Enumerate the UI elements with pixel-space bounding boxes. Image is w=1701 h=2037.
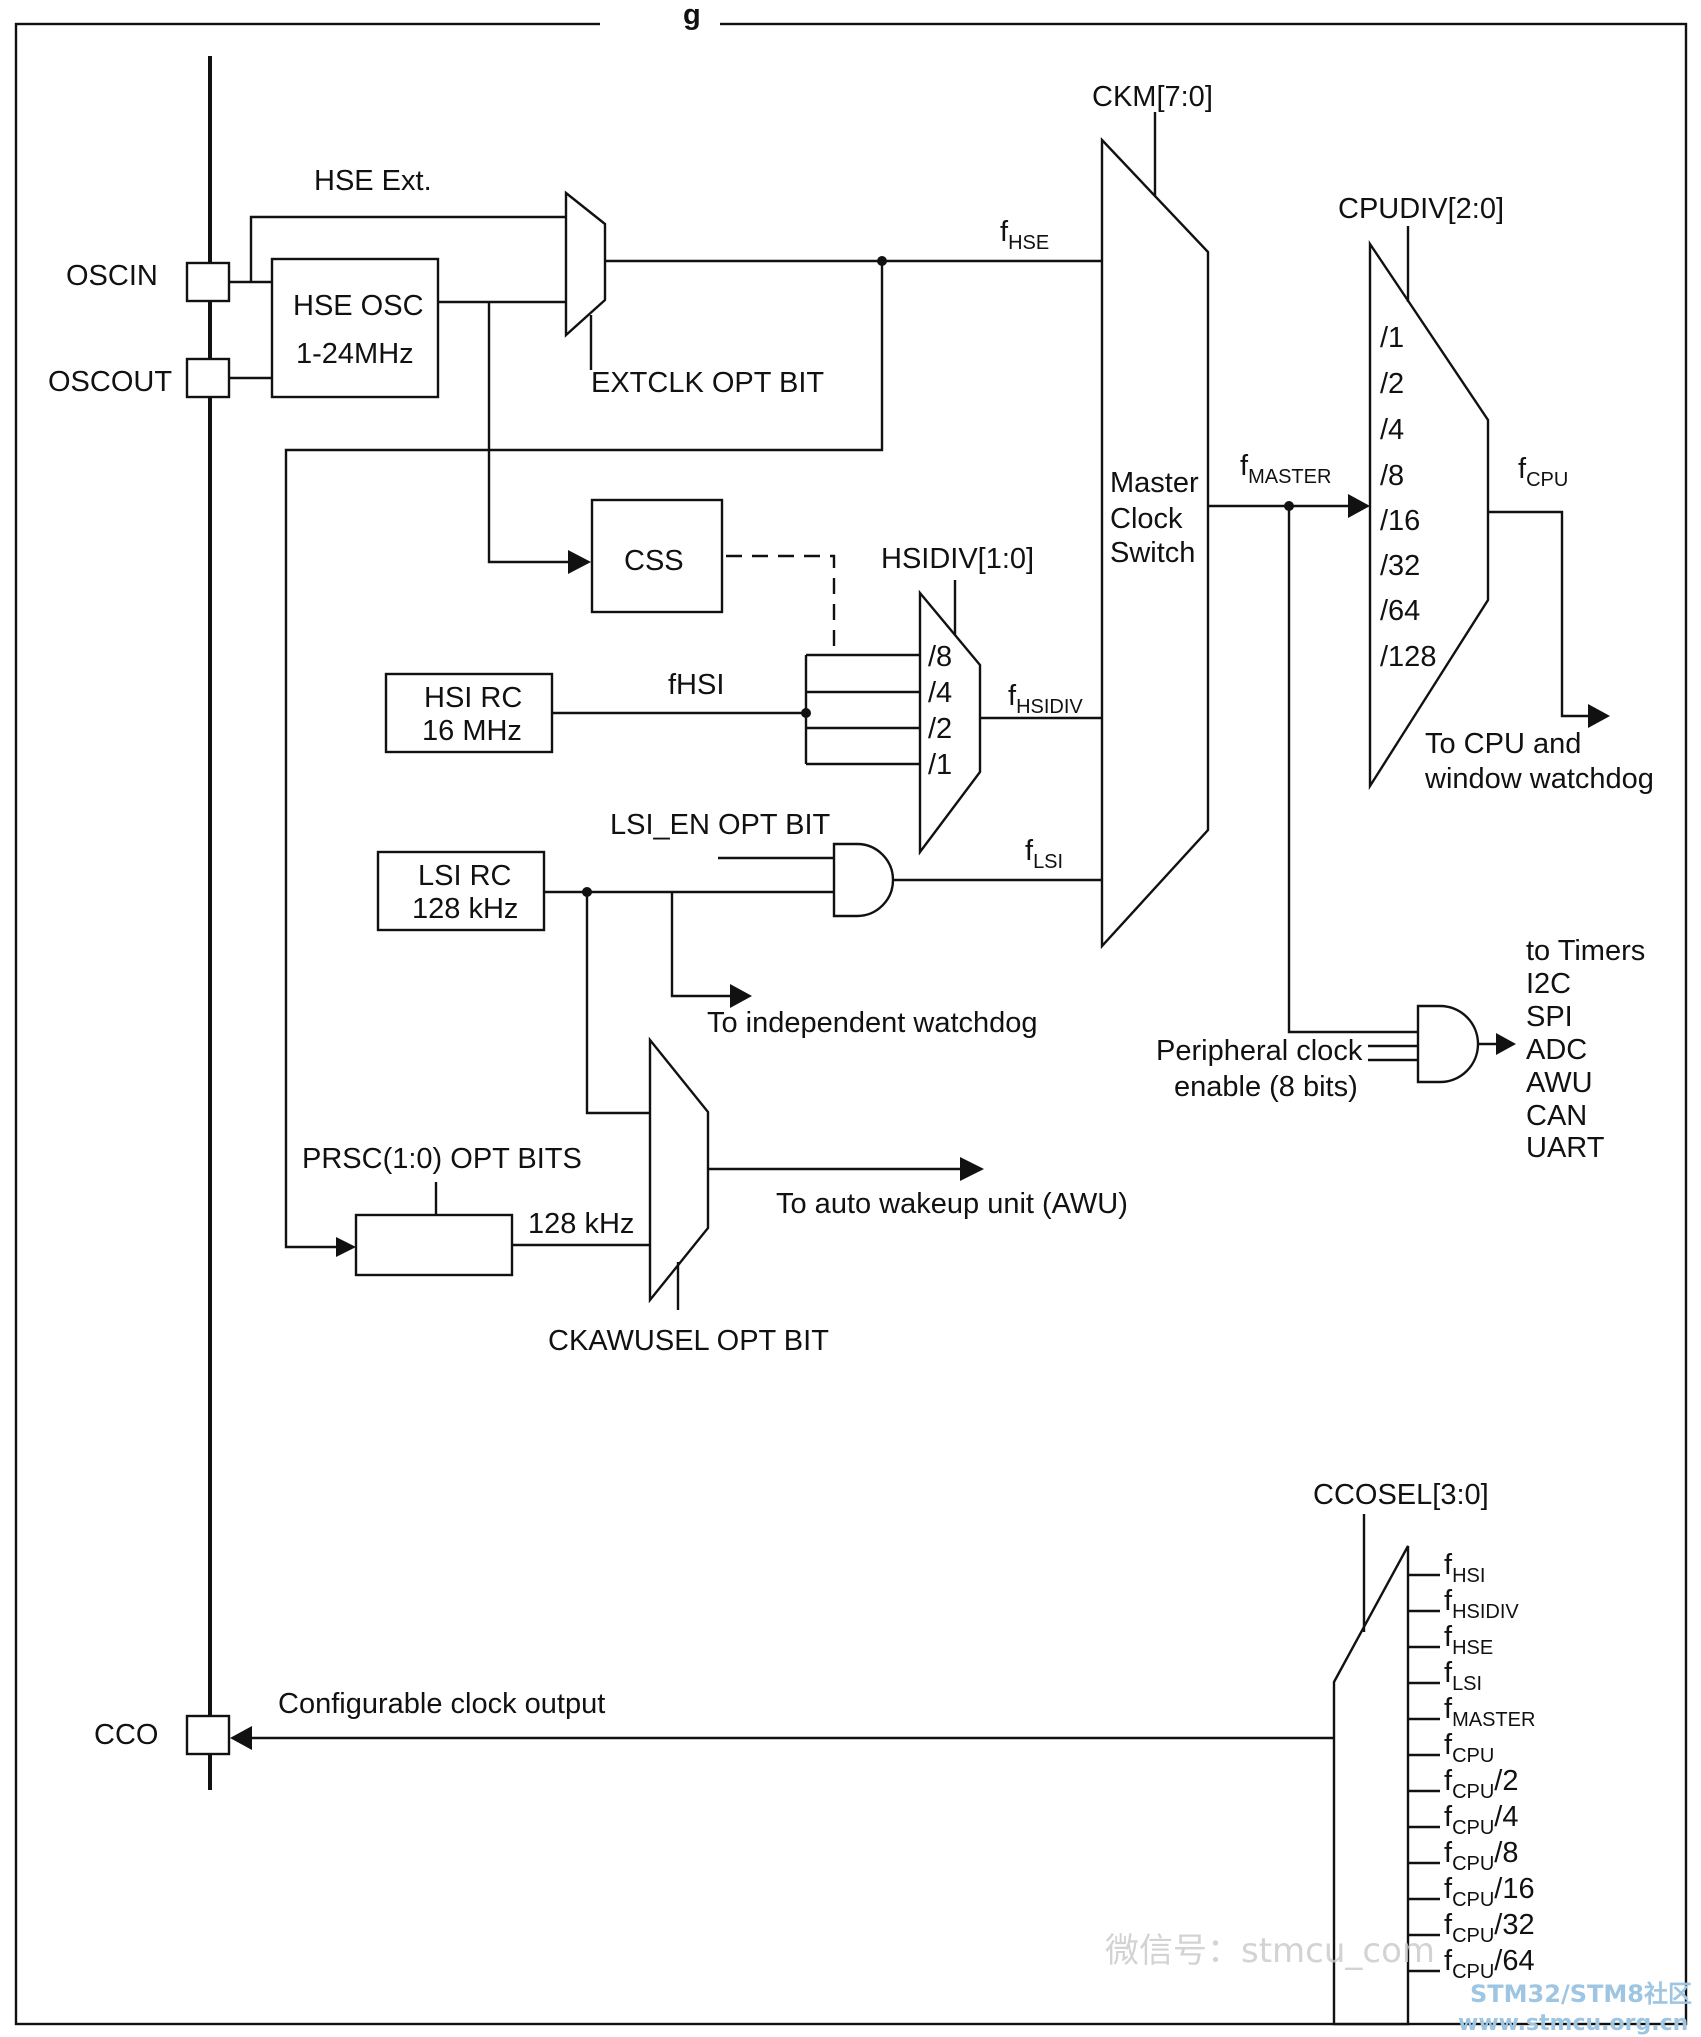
fcpu-label: fCPU [1518,453,1568,491]
cpudiv-mux [1368,240,1490,791]
cpudiv-opt-8: /8 [1380,460,1404,492]
configurable-clock-output-label: Configurable clock output [278,1688,605,1720]
peripheral-clock-label-2: enable (8 bits) [1174,1071,1358,1103]
oscin-label: OSCIN [66,260,158,292]
cpudiv-opt-4: /4 [1380,414,1404,446]
ccosel-label: CCOSEL[3:0] [1313,1479,1489,1511]
hsi-rc-freq: 16 MHz [422,715,522,747]
to-independent-watchdog-label: To independent watchdog [707,1007,1038,1039]
hse-ext-label: HSE Ext. [314,165,432,197]
peripheral-and-gate [1416,1004,1480,1084]
lsi-en-opt-bit-label: LSI_EN OPT BIT [610,809,831,841]
peripheral-adc: ADC [1526,1034,1587,1066]
cco-input-fhsidiv: fHSIDIV [1444,1585,1519,1623]
fmaster-label: fMASTER [1240,450,1331,488]
lsi-rc-block [376,850,546,932]
hse-to-css-wire [487,302,572,564]
fhsi-label: fHSI [668,669,724,701]
cpudiv-opt-1: /1 [1380,322,1404,354]
peripheral-uart: UART [1526,1132,1605,1164]
peripheral-spi: SPI [1526,1001,1573,1033]
cpudiv-opt-64: /64 [1380,595,1420,627]
prsc-block [354,1213,514,1277]
ckm-label: CKM[7:0] [1092,81,1213,113]
hsi-rc-block [384,672,554,754]
fhsidiv-label: fHSIDIV [1008,680,1083,718]
master-switch-label-1: Master [1110,467,1199,499]
master-switch-label-2: Clock [1110,503,1183,535]
css-dashed-link [726,554,836,655]
hse-ext-wire [249,215,566,282]
hse-to-prsc-wire [284,261,884,1249]
prsc-opt-bits-label: PRSC(1:0) OPT BITS [302,1143,582,1175]
peripheral-clock-label-1: Peripheral clock [1156,1035,1363,1067]
cco-input-fhsi: fHSI [1444,1549,1485,1587]
cco-input-fmaster: fMASTER [1444,1693,1535,1731]
cco-input-fcpu-8: fCPU/8 [1444,1837,1518,1875]
cco-pin [185,1714,231,1756]
cco-input-fcpu-64: fCPU/64 [1444,1945,1535,1983]
cco-input-fcpu-4: fCPU/4 [1444,1801,1518,1839]
hsidiv-opt-2: /2 [928,713,952,745]
peripheral-can: CAN [1526,1100,1587,1132]
peripheral-i2c: I2C [1526,968,1571,1000]
cco-label: CCO [94,1719,158,1751]
oscout-label: OSCOUT [48,366,172,398]
hsidiv-opt-4: /4 [928,677,952,709]
peripheral-awu: AWU [1526,1067,1593,1099]
fhse-label: fHSE [1000,216,1049,254]
ckawusel-mux [648,1036,710,1304]
peripheral-timers: to Timers [1526,935,1645,967]
ccosel-mux [1332,1545,1410,2026]
lsi-rc-freq: 128 kHz [412,893,518,925]
lsi-rc-label: LSI RC [418,860,511,892]
prsc-output-label: 128 kHz [528,1208,634,1240]
hse-osc-label: HSE OSC [293,290,424,322]
hsidiv-mux [918,589,982,856]
cpudiv-opt-128: /128 [1380,641,1436,673]
oscin-pin [185,261,231,303]
fcpu-wire [1488,510,1590,718]
hse-osc-range: 1-24MHz [296,338,414,370]
to-awu-label: To auto wakeup unit (AWU) [776,1188,1128,1220]
lsi-and-gate [832,842,895,918]
hse-osc-block [270,257,440,399]
cco-inputs: fHSI fHSIDIV fHSE fLSI fMASTER fCPU fCPU… [1408,1549,1535,1983]
title-fragment: g [683,0,701,31]
cco-input-flsi: fLSI [1444,1657,1482,1695]
extclk-opt-bit-label: EXTCLK OPT BIT [591,367,824,399]
cpudiv-opt-16: /16 [1380,505,1420,537]
cco-input-fcpu: fCPU [1444,1729,1494,1767]
cpudiv-opt-32: /32 [1380,550,1420,582]
css-label: CSS [624,545,684,577]
css-block [590,498,724,614]
cpudiv-opt-2: /2 [1380,368,1404,400]
fmaster-to-peripheral-wire [1287,506,1418,1034]
cco-input-fcpu-2: fCPU/2 [1444,1765,1518,1803]
cco-input-fhse: fHSE [1444,1621,1493,1659]
hse-mux [564,190,607,338]
hsi-rc-label: HSI RC [424,682,522,714]
diagram-frame [14,22,1688,2026]
master-switch-label-3: Switch [1110,537,1195,569]
watermark-line-1: STM32/STM8社区 [1470,1980,1692,2008]
oscout-pin [185,357,231,399]
hsidiv-opt-1: /1 [928,749,952,781]
hsidiv-label: HSIDIV[1:0] [881,543,1034,575]
to-cpu-label-1: To CPU and [1425,728,1581,760]
cco-input-fcpu-32: fCPU/32 [1444,1909,1535,1947]
ckawusel-opt-bit-label: CKAWUSEL OPT BIT [548,1325,829,1357]
iwdg-wire [670,892,736,998]
watermark-center: 微信号：stmcu_com [1105,1931,1435,1971]
flsi-label: fLSI [1025,835,1063,873]
cpudiv-label: CPUDIV[2:0] [1338,193,1504,225]
hsidiv-opt-8: /8 [928,641,952,673]
master-clock-switch [1100,136,1210,950]
to-cpu-label-2: window watchdog [1424,763,1654,795]
watermark-line-2: www.stmcu.org.cn [1458,2011,1688,2036]
cco-input-fcpu-16: fCPU/16 [1444,1873,1535,1911]
